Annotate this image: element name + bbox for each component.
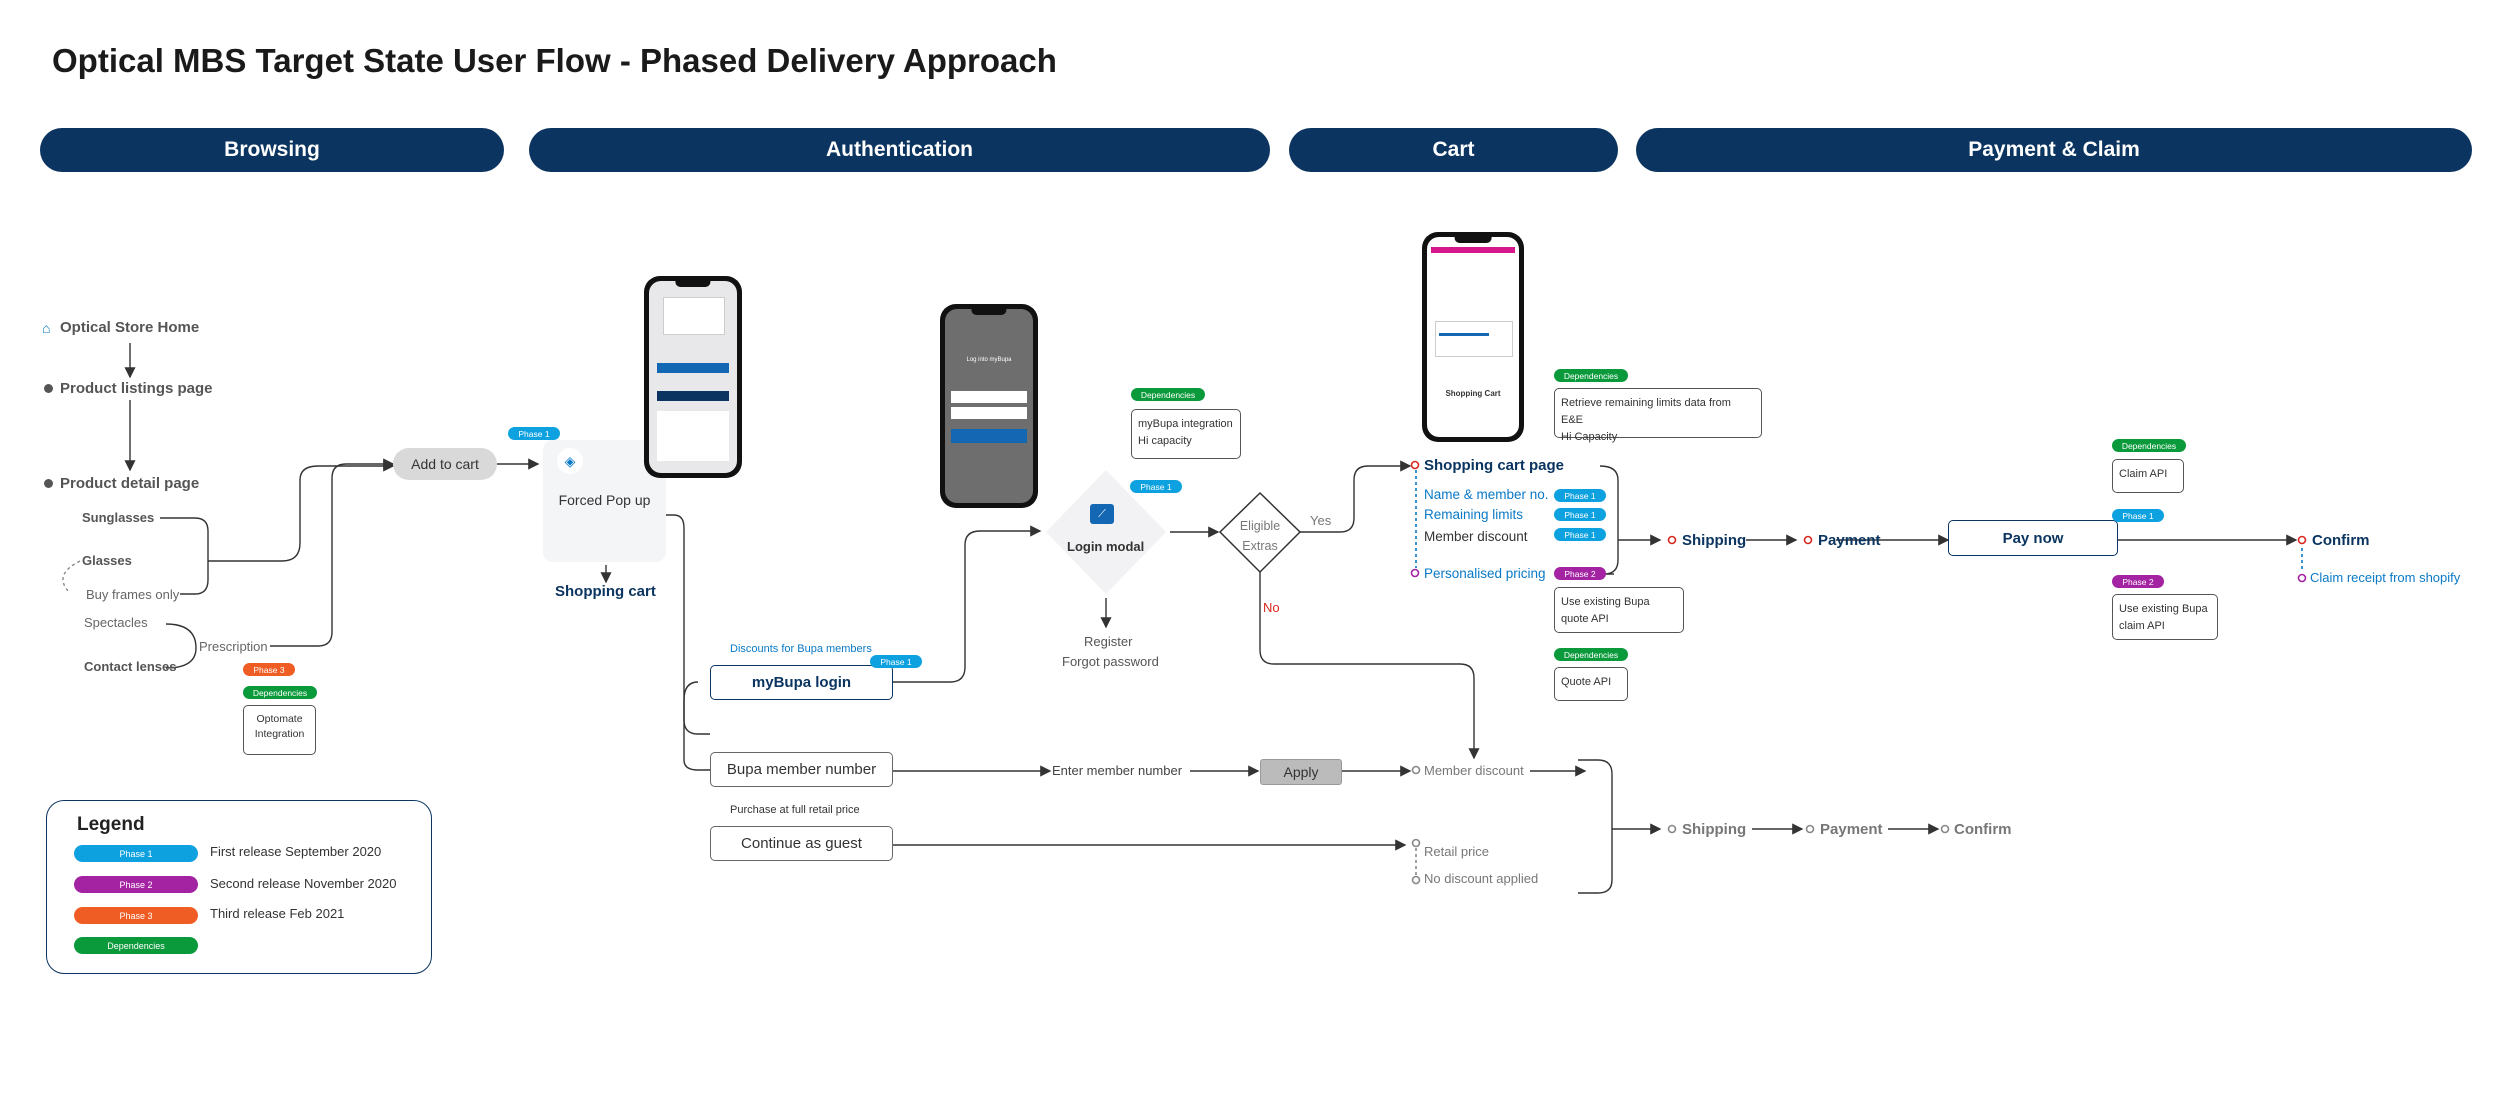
section-payment-claim: Payment & Claim — [1636, 128, 2472, 172]
bupa-logo-icon: ⟋ — [1090, 504, 1114, 524]
continue-as-guest-button[interactable]: Continue as guest — [710, 826, 893, 861]
member-discount: Member discount — [1424, 529, 1528, 544]
dependencies-badge: Dependencies — [1554, 369, 1628, 382]
shopping-cart-page: Shopping cart page — [1424, 457, 1565, 474]
login-modal-diamond-bg — [1046, 470, 1166, 594]
buy-frames-only: Buy frames only — [86, 587, 180, 602]
name-member-number: Name & member no. — [1424, 487, 1549, 502]
remaining-limits: Remaining limits — [1424, 507, 1524, 522]
section-cart: Cart — [1289, 128, 1618, 172]
payment-step: Payment — [1818, 532, 1881, 549]
phone-mockup-login: Log into myBupa — [940, 304, 1038, 508]
bottom-member-discount: Member discount — [1424, 763, 1524, 778]
dependencies-badge: Dependencies — [2112, 439, 2186, 452]
purchase-full-label: Purchase at full retail price — [730, 804, 860, 816]
phase1-badge: Phase 1 — [508, 427, 560, 440]
bullet-icon — [44, 479, 53, 488]
legend-phase2-badge: Phase 2 — [74, 876, 198, 893]
member-number-button[interactable]: Bupa member number — [710, 752, 893, 787]
forgot-password-link[interactable]: Forgot password — [1062, 654, 1159, 669]
bullet-icon — [44, 384, 53, 393]
discounts-label: Discounts for Bupa members — [730, 643, 872, 655]
product-listings[interactable]: Product listings page — [60, 380, 213, 397]
prescription: Prescription — [199, 639, 268, 654]
shopping-cart-label: Shopping cart — [555, 583, 656, 600]
layers-icon: ◈ — [557, 448, 583, 474]
legend-phase3-text: Third release Feb 2021 — [210, 906, 345, 921]
confirm-step: Confirm — [2312, 532, 2370, 549]
claim-receipt: Claim receipt from shopify — [2310, 570, 2461, 585]
quote-api-use-box: Use existing Bupa quote API — [1554, 587, 1684, 633]
no-discount-applied: No discount applied — [1424, 871, 1539, 886]
legend-phase2-text: Second release November 2020 — [210, 876, 397, 891]
glasses: Glasses — [82, 553, 132, 568]
add-to-cart-button[interactable]: Add to cart — [393, 448, 497, 480]
forced-popup-label: Forced Pop up — [558, 492, 651, 508]
enter-member-number: Enter member number — [1052, 763, 1183, 778]
phase1-badge: Phase 1 — [1554, 528, 1606, 541]
phase3-badge: Phase 3 — [243, 663, 295, 676]
legend-dependencies-badge: Dependencies — [74, 937, 198, 954]
product-detail[interactable]: Product detail page — [60, 475, 200, 492]
legend-title: Legend — [77, 814, 145, 835]
legend: Legend Phase 1 First release September 2… — [46, 800, 432, 974]
login-modal-label: Login modal — [1067, 539, 1145, 554]
legend-phase1-badge: Phase 1 — [74, 845, 198, 862]
contact-lenses: Contact lenses — [84, 659, 177, 674]
section-authentication: Authentication — [529, 128, 1270, 172]
apply-button[interactable]: Apply — [1260, 759, 1342, 785]
phone-cart-label: Shopping Cart — [1445, 389, 1501, 398]
no-label: No — [1263, 600, 1280, 615]
pay-now-button[interactable]: Pay now — [1948, 520, 2118, 556]
dependencies-box: myBupa integration Hi capacity — [1131, 409, 1241, 459]
retail-price: Retail price — [1424, 844, 1490, 859]
sunglasses: Sunglasses — [82, 510, 155, 525]
shipping-step: Shipping — [1682, 532, 1747, 549]
yes-label: Yes — [1310, 513, 1332, 528]
phase1-badge: Phase 1 — [1554, 489, 1606, 502]
bottom-confirm: Confirm — [1954, 821, 2012, 838]
mybupa-login-button[interactable]: myBupa login — [710, 665, 893, 700]
decision-diamond — [1218, 491, 1302, 574]
claim-api-box: Claim API — [2112, 459, 2184, 493]
bottom-shipping: Shipping — [1682, 821, 1747, 838]
legend-phase3-badge: Phase 3 — [74, 907, 198, 924]
store-home[interactable]: Optical Store Home — [60, 319, 200, 336]
dependencies-badge: Dependencies — [1554, 648, 1628, 661]
page-title: Optical MBS Target State User Flow - Pha… — [52, 42, 1057, 79]
dependencies-box: Retrieve remaining limits data from E&E … — [1554, 388, 1762, 443]
phase2-badge: Phase 2 — [1554, 567, 1606, 580]
optomate-box: Optomate Integration — [243, 705, 316, 755]
phase1-badge: Phase 1 — [2112, 509, 2164, 522]
spectacles: Spectacles — [84, 615, 148, 630]
phase1-badge: Phase 1 — [1554, 508, 1606, 521]
dependencies-badge: Dependencies — [1131, 388, 1205, 401]
claim-api-use-box: Use existing Bupa claim API — [2112, 594, 2218, 640]
personalised-pricing: Personalised pricing — [1424, 566, 1546, 581]
phone-mockup-cart: Shopping Cart — [1422, 232, 1524, 442]
home-icon: ⌂ — [42, 320, 51, 336]
dependencies-badge: Dependencies — [243, 686, 317, 699]
section-browsing: Browsing — [40, 128, 504, 172]
quote-api-box: Quote API — [1554, 667, 1628, 701]
phase1-badge: Phase 1 — [870, 655, 922, 668]
bottom-payment: Payment — [1820, 821, 1883, 838]
legend-phase1-text: First release September 2020 — [210, 844, 382, 859]
eligible-extras: Eligible Extras — [1239, 519, 1281, 553]
phase1-badge: Phase 1 — [1130, 480, 1182, 493]
phase2-badge: Phase 2 — [2112, 575, 2164, 588]
phone-mockup-popup — [644, 276, 742, 478]
register-link[interactable]: Register — [1084, 634, 1133, 649]
